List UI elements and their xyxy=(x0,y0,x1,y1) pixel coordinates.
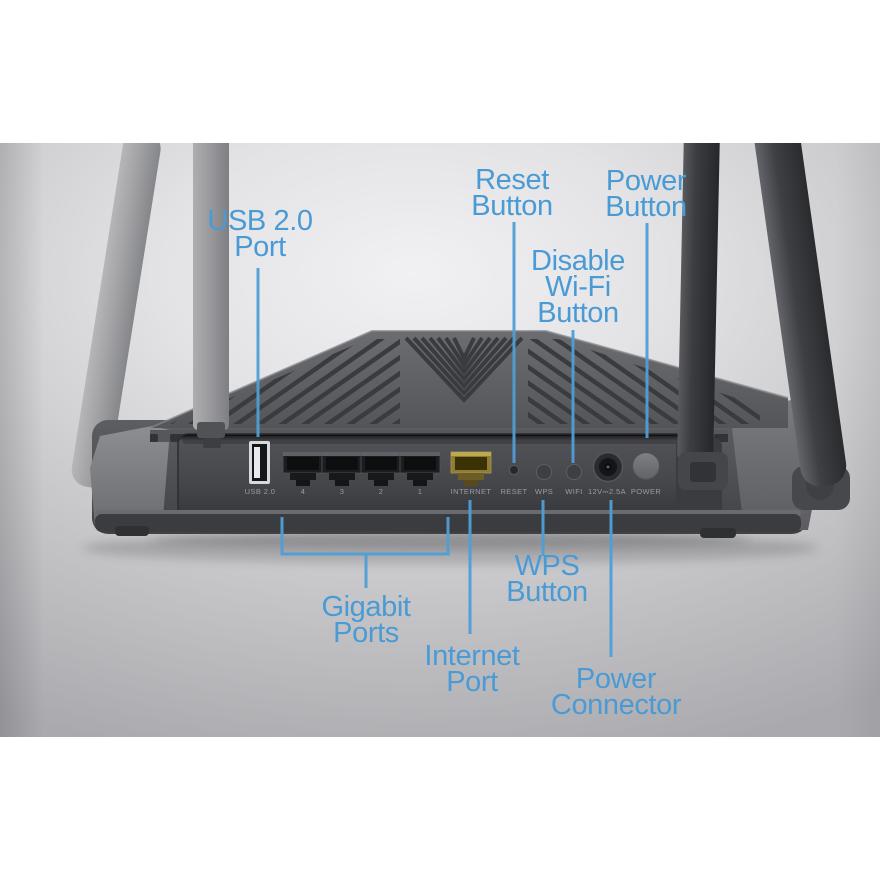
antenna-right-inner xyxy=(677,143,728,490)
callout-line: Button xyxy=(605,191,687,223)
callout-gigabit-ports: Gigabit Ports xyxy=(321,591,411,649)
ethernet-port-1 xyxy=(399,451,441,486)
callout-line: Internet xyxy=(424,640,520,672)
callout-line: Gigabit xyxy=(321,591,411,623)
internet-port xyxy=(450,451,492,486)
antenna-left-inner xyxy=(193,143,229,448)
callout-line: Button xyxy=(537,297,619,329)
callout-line: Button xyxy=(506,576,588,608)
callout-line: Power xyxy=(605,165,687,197)
panel-label-lan2: 2 xyxy=(378,487,384,496)
panel-label-reset: RESET xyxy=(500,487,528,496)
callout-line: Port xyxy=(446,666,498,698)
reset-pinhole xyxy=(509,465,519,475)
panel-label-usb: USB 2.0 xyxy=(244,487,276,496)
callout-line: USB 2.0 xyxy=(207,205,313,237)
ethernet-port-2 xyxy=(360,451,402,486)
usb-port xyxy=(249,441,270,484)
panel-label-wifi: WIFI xyxy=(565,487,583,496)
callout-line: Port xyxy=(234,231,286,263)
panel-label-lan3: 3 xyxy=(339,487,345,496)
panel-label-internet: INTERNET xyxy=(450,487,492,496)
callout-line: Ports xyxy=(333,617,399,649)
callout-line: Button xyxy=(471,190,553,222)
callout-line: Power xyxy=(575,663,657,695)
callout-line: Connector xyxy=(550,689,682,721)
ethernet-port-3 xyxy=(321,451,363,486)
panel-label-lan4: 4 xyxy=(300,487,306,496)
wps-button-control xyxy=(536,464,552,480)
panel-label-wps: WPS xyxy=(534,487,554,496)
panel-label-power-input: 12V⎓2.5A xyxy=(588,487,626,496)
callout-power-button: Power Button xyxy=(605,165,687,223)
antenna-left-outer xyxy=(71,143,161,488)
panel-label-power: POWER xyxy=(630,487,662,496)
callout-line: Wi-Fi xyxy=(545,271,611,303)
callout-line: WPS xyxy=(514,550,580,582)
panel-label-lan1: 1 xyxy=(417,487,423,496)
router-left-face xyxy=(90,426,170,530)
callout-line: Reset xyxy=(475,164,549,196)
callout-reset-button: Reset Button xyxy=(471,164,553,222)
power-connector-jack xyxy=(592,451,624,483)
power-button-control xyxy=(631,451,661,481)
callout-power-connector: Power Connector xyxy=(550,663,682,721)
callout-line: Disable xyxy=(531,245,625,277)
antenna-right-outer xyxy=(754,143,850,510)
callout-wps-button: WPS Button xyxy=(506,550,588,608)
callout-disable-wifi-button: Disable Wi-Fi Button xyxy=(531,245,625,329)
leader-lines xyxy=(256,222,649,657)
callout-usb-port: USB 2.0 Port xyxy=(207,205,313,263)
callout-internet-port: Internet Port xyxy=(424,640,520,698)
router-shadow xyxy=(82,531,818,564)
wifi-button-control xyxy=(566,464,582,480)
